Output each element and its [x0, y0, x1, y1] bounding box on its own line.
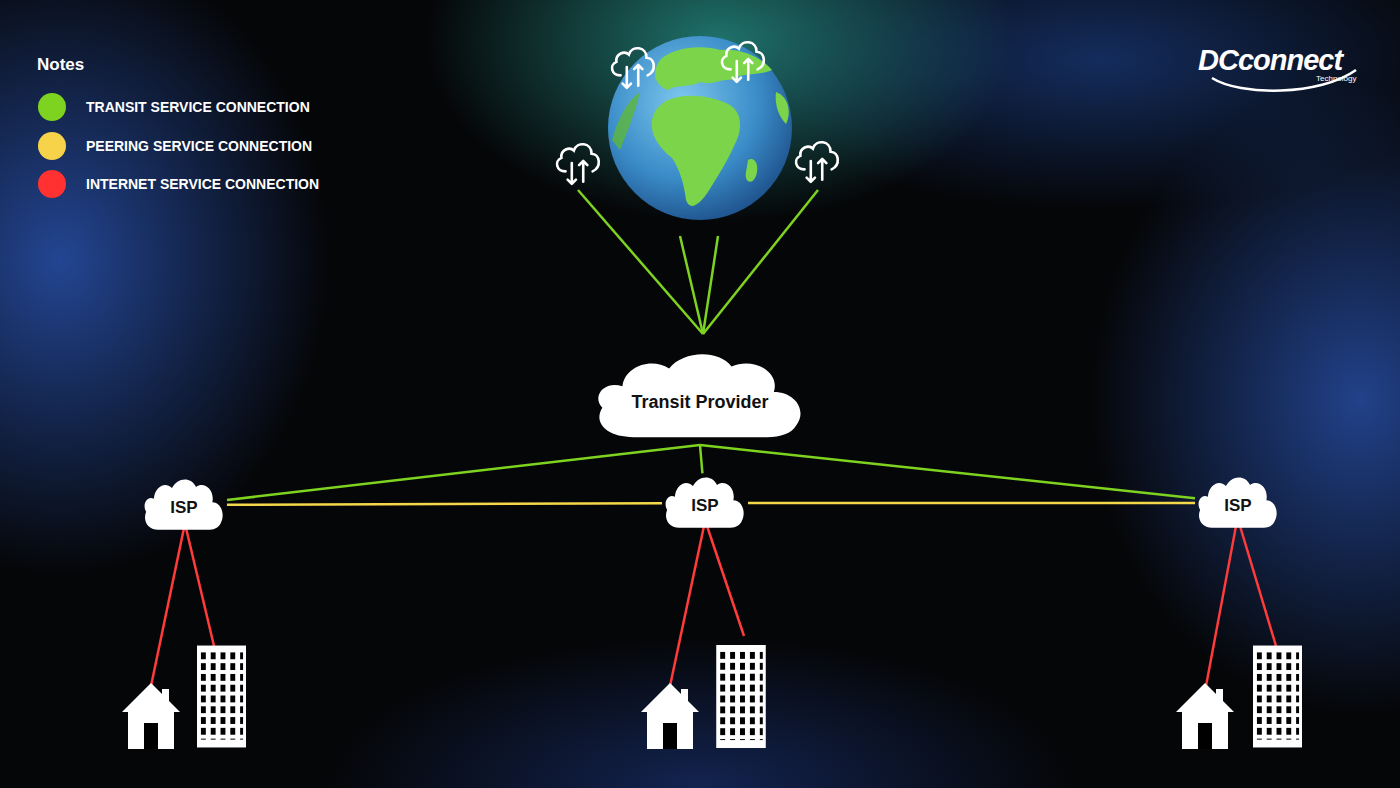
globe — [608, 36, 792, 220]
cloud-icon — [796, 142, 838, 182]
internet-lines — [151, 526, 1276, 686]
transit-link — [700, 445, 702, 473]
cloud-icon — [612, 48, 654, 88]
isp-cloud: ISP — [141, 475, 227, 534]
legend-row: TRANSIT SERVICE CONNECTION — [38, 93, 310, 121]
transit-link — [700, 445, 1195, 498]
cloud-icon — [557, 144, 599, 184]
transit-link — [227, 445, 700, 500]
cloud-icon — [722, 42, 764, 82]
peering-link — [227, 503, 662, 505]
legend-row: PEERING SERVICE CONNECTION — [38, 132, 312, 160]
legend-row: INTERNET SERVICE CONNECTION — [38, 170, 319, 198]
house-icon — [641, 683, 699, 749]
isp-cloud: ISP — [1195, 473, 1281, 532]
building-icon — [716, 645, 766, 748]
logo-text: DCconnect — [1198, 44, 1342, 77]
legend-text: TRANSIT SERVICE CONNECTION — [86, 99, 310, 115]
legend-swatch — [38, 93, 66, 121]
legend-text: INTERNET SERVICE CONNECTION — [86, 176, 319, 192]
house-icon — [1176, 683, 1234, 749]
building-icon — [1253, 646, 1302, 748]
transit-cloud: Transit Provider — [589, 347, 812, 445]
legend-swatch — [38, 170, 66, 198]
node-label: ISP — [170, 492, 197, 518]
node-label: ISP — [1224, 490, 1251, 516]
isp-cloud: ISP — [662, 473, 748, 532]
legend-heading: Notes — [37, 55, 84, 75]
legend-swatch — [38, 132, 66, 160]
node-label: ISP — [691, 490, 718, 516]
peering-link — [748, 502, 1195, 505]
logo-subtext: Technology — [1316, 74, 1356, 83]
house-icon — [122, 683, 180, 749]
node-label: Transit Provider — [631, 380, 768, 413]
legend-text: PEERING SERVICE CONNECTION — [86, 138, 312, 154]
building-icon — [197, 646, 246, 748]
